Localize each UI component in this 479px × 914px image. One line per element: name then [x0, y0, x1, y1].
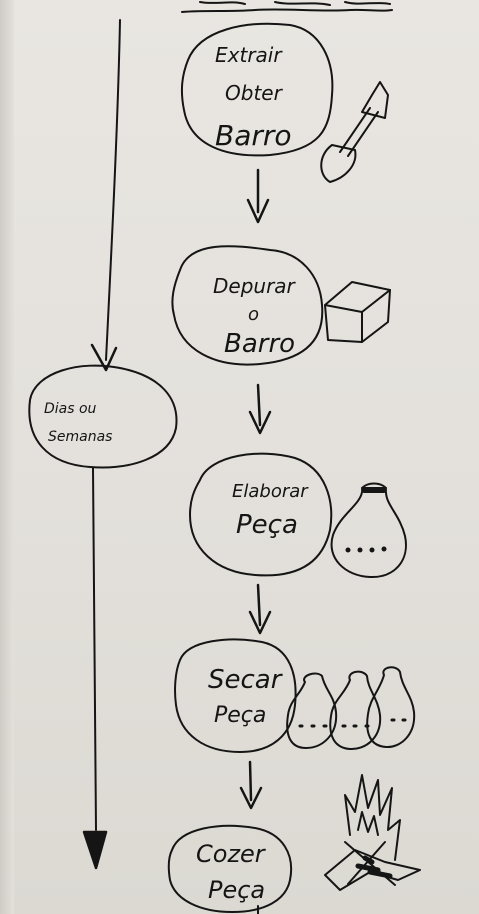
- arrow-4-5: [239, 760, 263, 810]
- fire-icon: [324, 774, 421, 891]
- step3-label-line2: Peça: [236, 510, 298, 540]
- step2-ellipse: [171, 245, 324, 366]
- step2-label-line3: Barro: [224, 329, 295, 359]
- timeline-line-bottom: [92, 467, 97, 831]
- header-scribble: [181, 8, 393, 13]
- step1-label-line3: Barro: [215, 119, 292, 152]
- drying-pots-icon: [286, 666, 416, 751]
- timeline-label-line2: Semanas: [48, 429, 112, 445]
- step2-label-line1: Depurar: [213, 274, 297, 298]
- timeline-ellipse: [28, 364, 178, 469]
- step5-label-line1: Cozer: [196, 840, 267, 868]
- pot-icon: [330, 482, 407, 579]
- arrow-3-4: [248, 583, 272, 635]
- step5-label-line2: Peça: [208, 876, 265, 904]
- arrow-1-2: [246, 168, 270, 224]
- timeline-line-top: [105, 19, 121, 361]
- step5-ellipse: [167, 824, 293, 913]
- step2-label-line2: o: [248, 304, 259, 325]
- shovel-icon: [320, 81, 389, 183]
- step1-ellipse: [180, 22, 334, 157]
- step4-ellipse: [174, 638, 297, 753]
- paper-edge: [0, 0, 14, 914]
- header-scribble-2: [199, 1, 391, 6]
- timeline-arrow-bottom: [82, 830, 108, 870]
- step1-label-line2: Obter: [225, 81, 284, 105]
- step4-label-line2: Peça: [214, 703, 266, 728]
- step1-label-line1: Extrair: [215, 43, 283, 67]
- arrow-2-3: [248, 383, 272, 435]
- step3-ellipse: [189, 452, 333, 577]
- step4-label-line1: Secar: [208, 665, 284, 695]
- clay-block-icon: [324, 281, 391, 343]
- step3-label-line1: Elaborar: [232, 481, 309, 502]
- timeline-label-line1: Dias ou: [44, 401, 97, 417]
- timeline-arrow-top: [90, 343, 118, 372]
